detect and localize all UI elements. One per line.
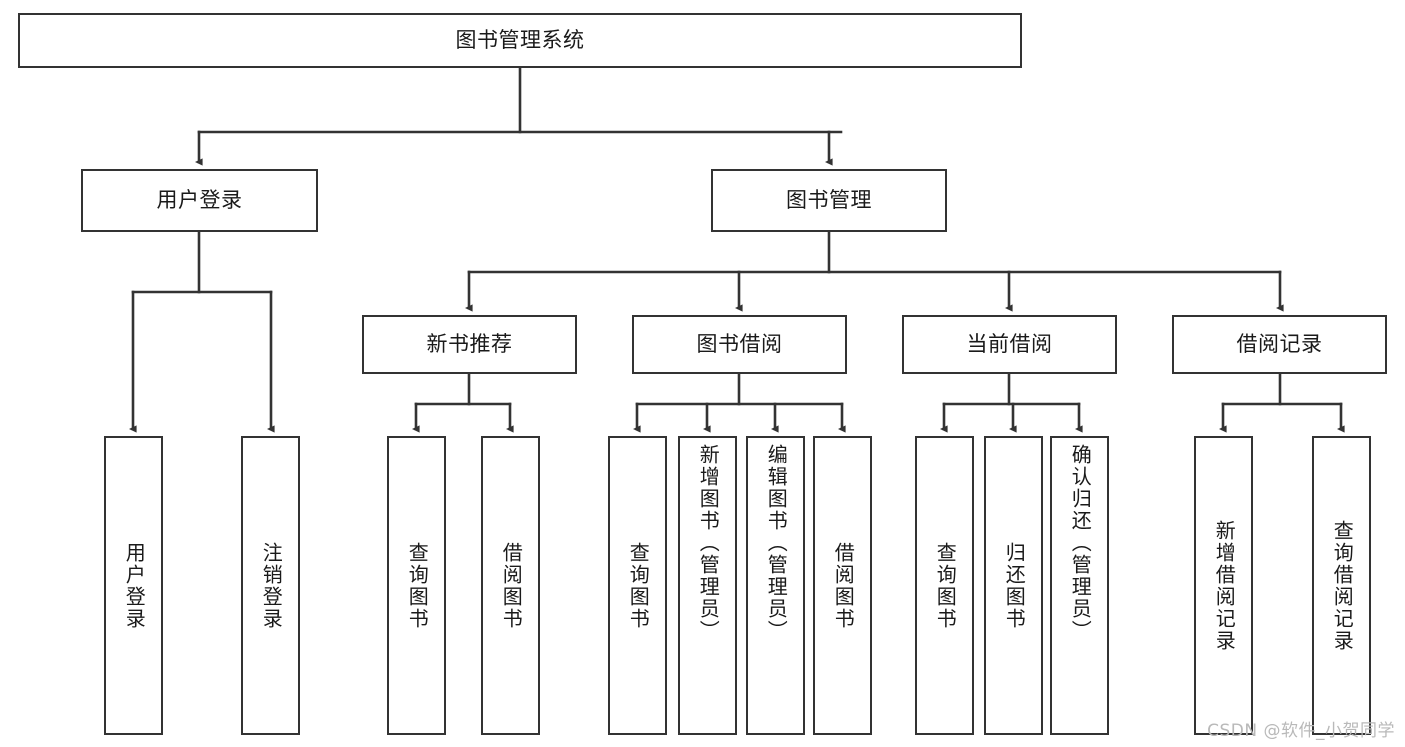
leaf-edit-book-admin-label: 编辑图书（管理员） [764, 444, 789, 642]
leaf-logout-label: 注销登录 [259, 541, 284, 630]
node-borrow-records[interactable]: 借阅记录 [1172, 315, 1387, 374]
node-current-borrow[interactable]: 当前借阅 [902, 315, 1117, 374]
node-new-book-recommend-label: 新书推荐 [426, 331, 513, 356]
leaf-user-login-label: 用户登录 [122, 541, 147, 630]
node-root-label: 图书管理系统 [455, 27, 585, 52]
node-book-borrow[interactable]: 图书借阅 [632, 315, 847, 374]
leaf-borrow-book-recommend[interactable]: 借阅图书 [481, 436, 540, 735]
leaf-add-book-admin-label: 新增图书（管理员） [696, 444, 721, 642]
leaf-user-login[interactable]: 用户登录 [104, 436, 163, 735]
node-current-borrow-label: 当前借阅 [966, 331, 1053, 356]
leaf-return-book-label: 归还图书 [1002, 541, 1027, 630]
leaf-query-borrow-record-label: 查询借阅记录 [1330, 519, 1355, 652]
leaf-return-book[interactable]: 归还图书 [984, 436, 1043, 735]
leaf-confirm-return-admin[interactable]: 确认归还（管理员） [1050, 436, 1109, 735]
leaf-add-book-admin[interactable]: 新增图书（管理员） [678, 436, 737, 735]
leaf-query-book-borrow[interactable]: 查询图书 [608, 436, 667, 735]
leaf-query-borrow-record[interactable]: 查询借阅记录 [1312, 436, 1371, 735]
node-book-management-label: 图书管理 [786, 187, 872, 212]
node-new-book-recommend[interactable]: 新书推荐 [362, 315, 577, 374]
leaf-borrow-book-recommend-label: 借阅图书 [499, 541, 524, 630]
leaf-add-borrow-record-label: 新增借阅记录 [1212, 519, 1237, 652]
leaf-add-borrow-record[interactable]: 新增借阅记录 [1194, 436, 1253, 735]
leaf-query-book-current-label: 查询图书 [933, 541, 958, 630]
node-root[interactable]: 图书管理系统 [18, 13, 1022, 68]
node-book-borrow-label: 图书借阅 [696, 331, 783, 356]
node-book-management[interactable]: 图书管理 [711, 169, 947, 232]
leaf-query-book-current[interactable]: 查询图书 [915, 436, 974, 735]
leaf-query-book-borrow-label: 查询图书 [626, 541, 651, 630]
node-borrow-records-label: 借阅记录 [1236, 331, 1323, 356]
leaf-borrow-book[interactable]: 借阅图书 [813, 436, 872, 735]
node-user-login-label: 用户登录 [156, 187, 243, 212]
leaf-borrow-book-label: 借阅图书 [831, 541, 856, 630]
leaf-query-book-recommend-label: 查询图书 [405, 541, 430, 630]
leaf-confirm-return-admin-label: 确认归还（管理员） [1068, 444, 1093, 642]
leaf-query-book-recommend[interactable]: 查询图书 [387, 436, 446, 735]
leaf-logout[interactable]: 注销登录 [241, 436, 300, 735]
leaf-edit-book-admin[interactable]: 编辑图书（管理员） [746, 436, 805, 735]
node-user-login[interactable]: 用户登录 [81, 169, 318, 232]
